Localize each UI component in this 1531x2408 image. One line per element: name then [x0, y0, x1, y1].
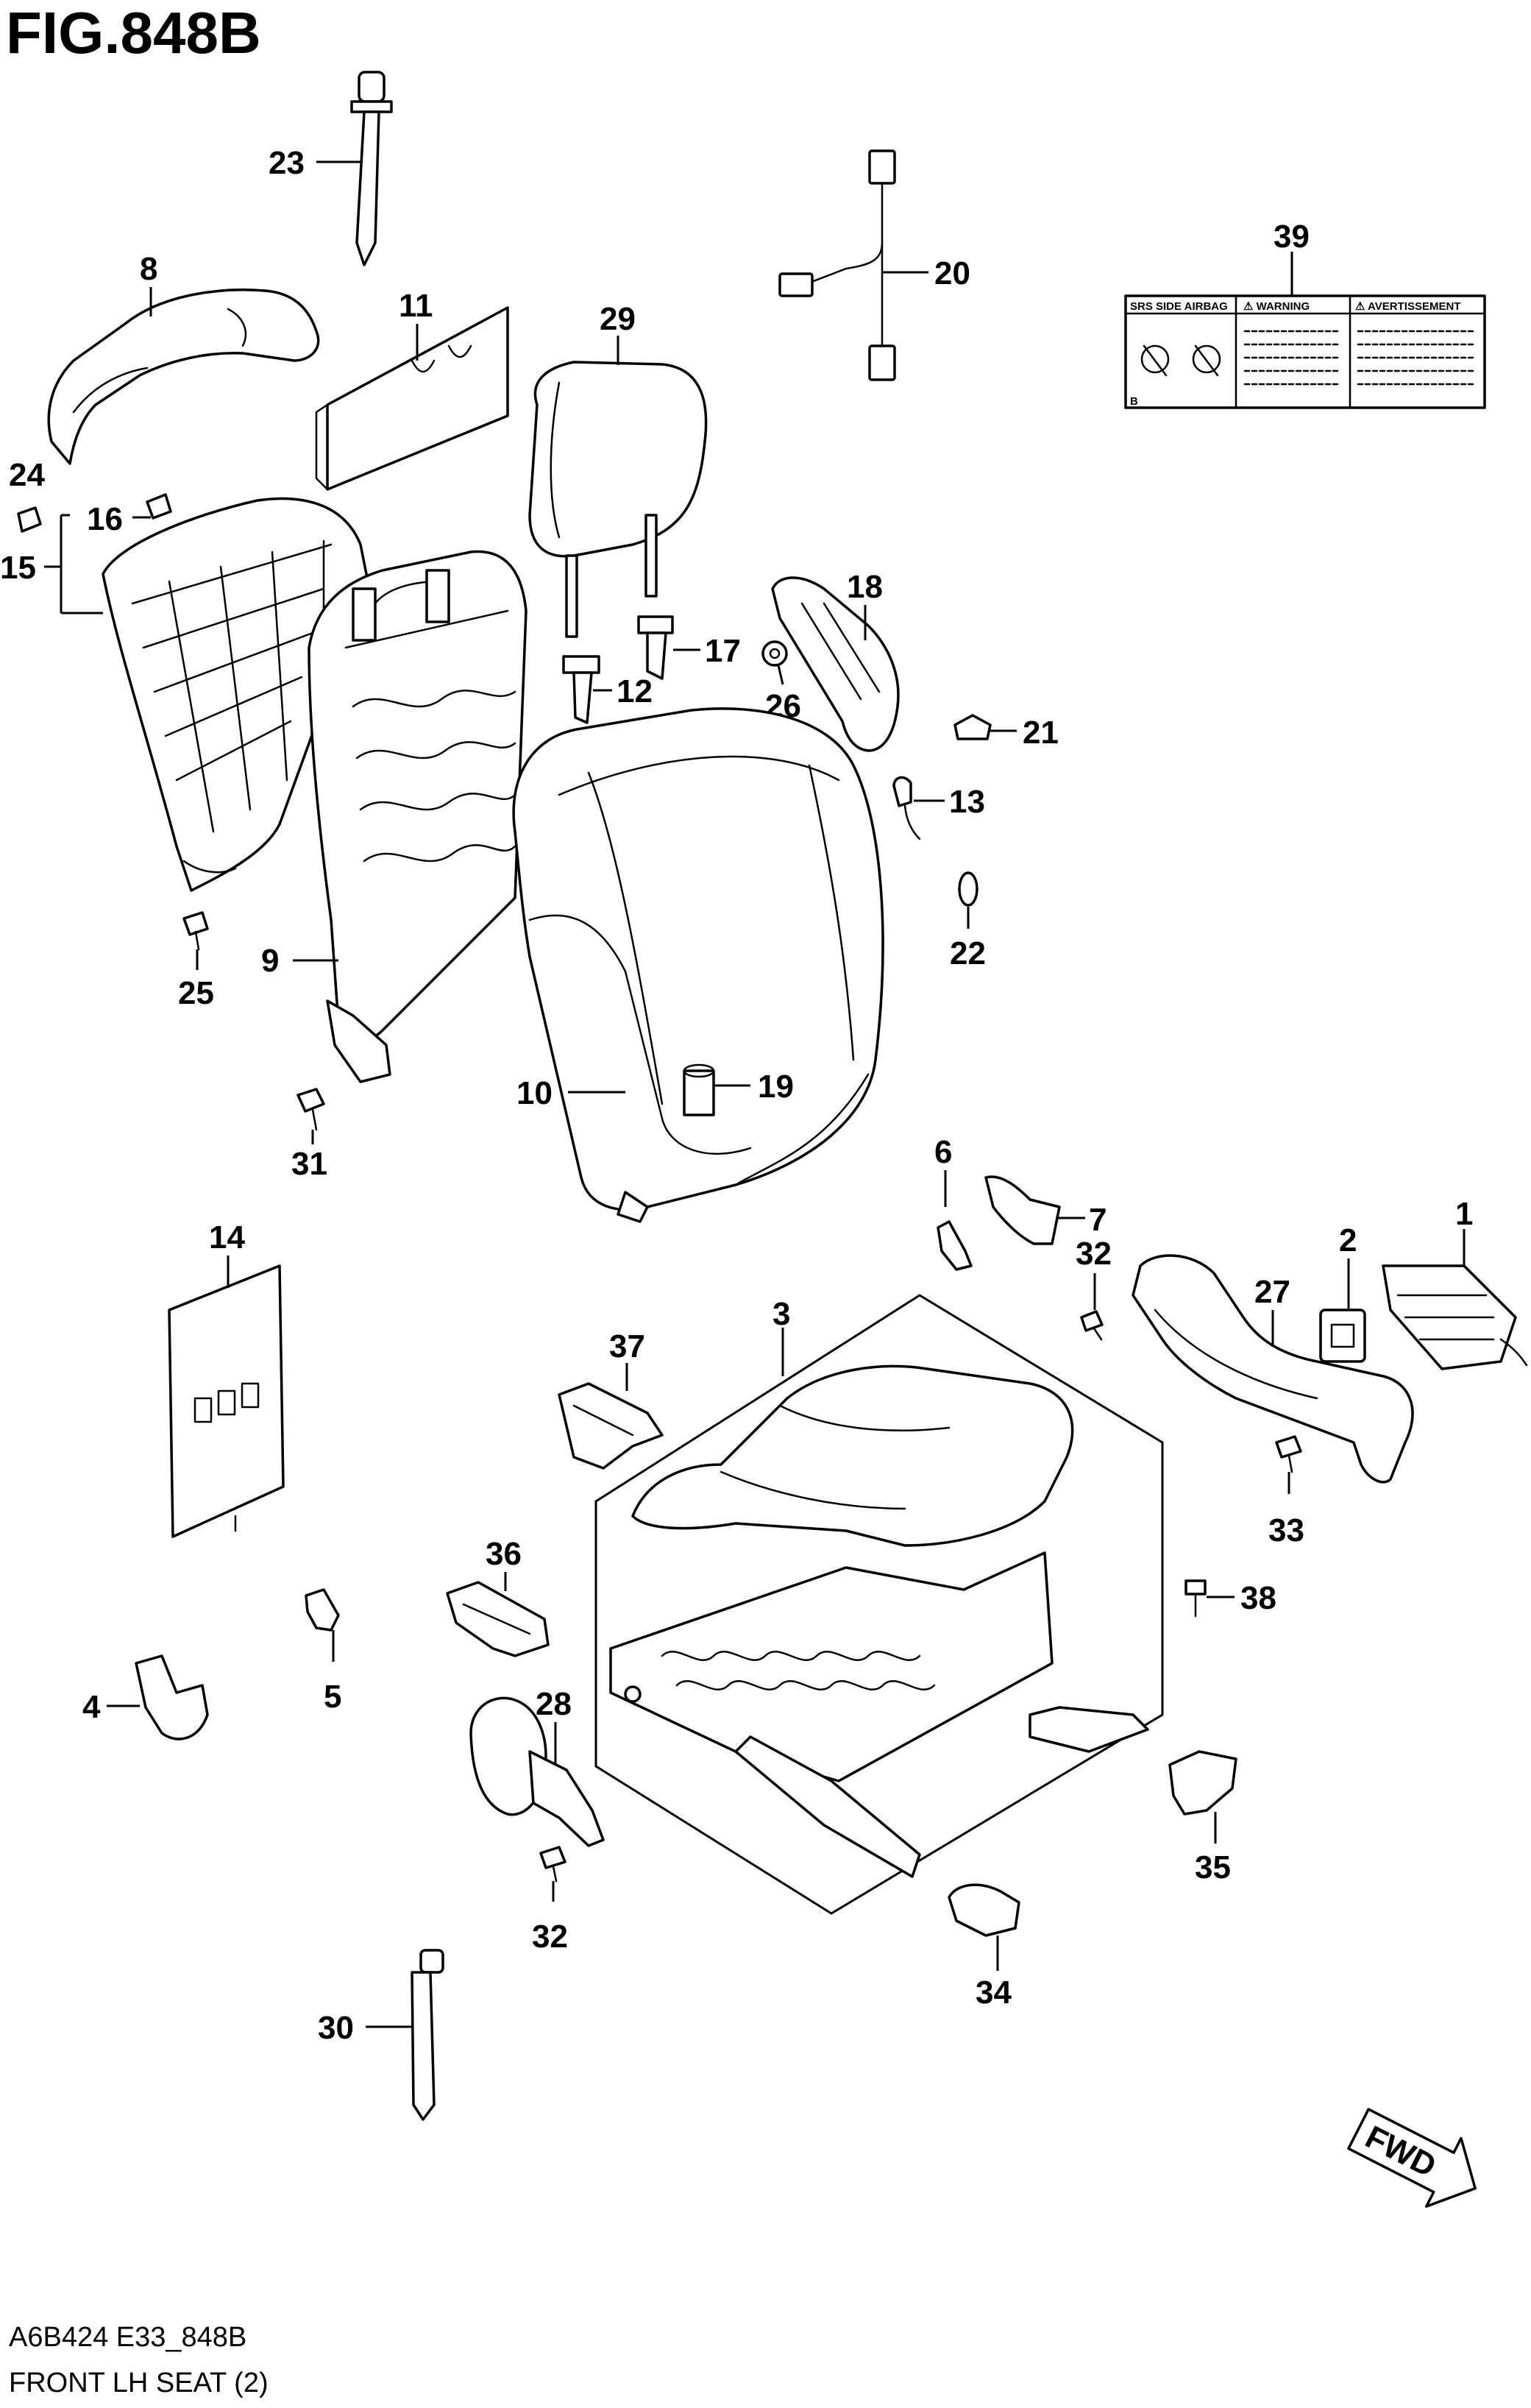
part-28-recliner-cover [469, 1696, 605, 1847]
callout-14: 14 [209, 1219, 245, 1256]
label-39-avertissement-header: ⚠ AVERTISSEMENT [1355, 300, 1460, 313]
part-4-trim [135, 1654, 209, 1741]
part-31-bolt [296, 1088, 325, 1131]
part-6-trim [937, 1220, 973, 1271]
callout-5: 5 [324, 1679, 341, 1715]
callout-37: 37 [609, 1328, 645, 1364]
callout-11: 11 [399, 288, 433, 324]
part-24-clip [17, 506, 42, 533]
part-32-screw-upper [1080, 1310, 1104, 1341]
callout-15: 15 [0, 550, 36, 586]
part-3-seat-cushion-assembly [594, 1294, 1164, 1915]
callout-9: 9 [261, 943, 279, 979]
part-14-sheet [168, 1264, 285, 1538]
part-37-bracket [558, 1382, 664, 1470]
callout-4: 4 [82, 1689, 101, 1725]
callout-24: 24 [9, 457, 45, 493]
part-38-bolt [1184, 1579, 1207, 1618]
callout-7: 7 [1089, 1202, 1106, 1238]
label-39-srs-header: SRS SIDE AIRBAG [1130, 300, 1228, 313]
callout-8: 8 [140, 251, 157, 287]
part-34-trim [948, 1883, 1020, 1937]
part-20-wire-harness [778, 149, 896, 381]
callout-34: 34 [976, 1975, 1012, 2011]
part-25-screw [182, 911, 209, 951]
callout-16: 16 [87, 501, 123, 537]
part-12-headrest-guide [562, 655, 600, 724]
callout-25: 25 [178, 975, 214, 1011]
callout-32b: 32 [532, 1919, 568, 1955]
callout-22: 22 [950, 935, 986, 971]
part-27-side-cover [1132, 1254, 1414, 1484]
callout-10: 10 [516, 1075, 553, 1111]
part-16-clip [146, 493, 172, 520]
callout-19: 19 [758, 1069, 794, 1105]
part-26-nut [761, 640, 788, 667]
part-2-switch [1319, 1309, 1366, 1363]
callout-31: 31 [291, 1146, 327, 1182]
part-10-seatback-cover [512, 707, 884, 1223]
callout-17: 17 [705, 633, 741, 669]
part-33-screw [1275, 1435, 1302, 1473]
callout-13: 13 [949, 784, 985, 820]
part-18-side-airbag [771, 576, 900, 752]
part-15-seatback-panel [102, 497, 369, 892]
callout-32a: 32 [1076, 1236, 1112, 1272]
figure-code: A6B424 E33_848B [9, 2322, 246, 2353]
callout-30: 30 [318, 2010, 354, 2046]
callout-3: 3 [772, 1296, 790, 1332]
part-21-nut [953, 714, 992, 740]
part-13-clip [892, 776, 921, 840]
part-5-clip [305, 1588, 340, 1632]
part-1-power-seat-switch [1382, 1264, 1528, 1370]
callout-38: 38 [1240, 1580, 1276, 1616]
callout-12: 12 [617, 673, 653, 709]
callout-33: 33 [1268, 1512, 1304, 1548]
callout-1: 1 [1455, 1196, 1473, 1232]
callout-36: 36 [486, 1536, 522, 1572]
part-7-trim [984, 1175, 1061, 1245]
part-23-cable-tie [350, 71, 393, 266]
part-11-pad-sheet [315, 306, 509, 491]
label-39-warning-header: ⚠ WARNING [1243, 300, 1310, 313]
part-22-ring [958, 871, 978, 907]
callout-28: 28 [536, 1686, 572, 1722]
part-17-headrest-guide [637, 615, 674, 680]
callout-29: 29 [600, 301, 636, 337]
callout-2: 2 [1339, 1222, 1357, 1258]
callout-20: 20 [934, 255, 970, 291]
part-39-warning-label: SRS SIDE AIRBAG ⚠ WARNING ⚠ AVERTISSEMEN… [1124, 294, 1486, 409]
part-32-screw-lower [539, 1846, 566, 1883]
figure-caption: FRONT LH SEAT (2) [9, 2368, 269, 2398]
label-39-corner-mark: B [1130, 395, 1138, 408]
part-8-back-trim-upper [47, 288, 320, 465]
part-29-headrest [528, 361, 708, 638]
callout-21: 21 [1023, 715, 1059, 751]
callout-6: 6 [934, 1134, 952, 1170]
figure-title: FIG.848B [6, 0, 261, 65]
part-35-trim [1168, 1750, 1237, 1816]
callout-23: 23 [269, 145, 305, 181]
callout-27: 27 [1254, 1274, 1290, 1310]
callout-18: 18 [847, 569, 883, 605]
fwd-arrow-icon: FWD [1347, 2108, 1477, 2208]
callout-39: 39 [1274, 219, 1310, 255]
part-9-seatback-frame [308, 550, 527, 1083]
part-36-bracket [446, 1581, 550, 1657]
callout-35: 35 [1195, 1849, 1231, 1885]
part-30-cable-tie [411, 1949, 444, 2121]
